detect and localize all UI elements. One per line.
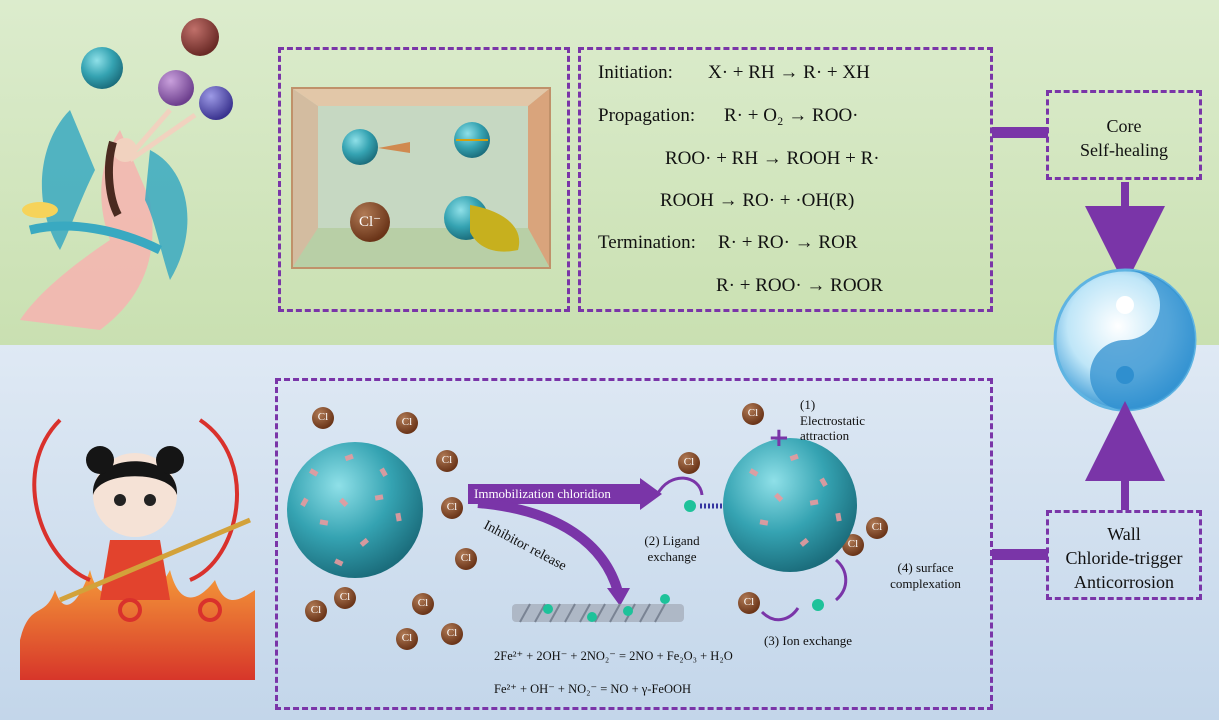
cl-label: Cl xyxy=(460,552,472,564)
core-box-line2: Self-healing xyxy=(1080,140,1168,160)
initiation-label: Initiation: xyxy=(598,62,673,83)
cl-label: Cl xyxy=(339,591,351,603)
immobilization-label: Immobilization chloridion xyxy=(474,486,611,501)
cl-label: Cl xyxy=(446,501,458,513)
wall-mechanism-panel xyxy=(275,378,993,710)
tank-panel xyxy=(278,47,570,312)
cl-label: Cl xyxy=(446,627,458,639)
reaction-1: 2Fe²⁺ + 2OH⁻ + 2NO₂⁻ = 2NO + Fe₂O₃ + H₂O xyxy=(494,649,733,663)
ion-exchange-molecule xyxy=(760,558,848,622)
initiation-equation: X· + RH → R· + XH xyxy=(708,62,870,83)
wall-box-line2: Chloride-trigger xyxy=(1065,548,1183,568)
termination-label: Termination: xyxy=(598,232,696,253)
cl-label: Cl xyxy=(401,416,413,428)
top-band xyxy=(0,0,1219,345)
tank-cl-ion-label: Cl⁻ xyxy=(358,214,382,230)
child-illustration xyxy=(20,418,255,680)
dancer-illustration xyxy=(20,18,233,330)
cl-label: Cl xyxy=(871,521,883,533)
core-connector xyxy=(992,127,1048,138)
immobilization-arrow xyxy=(468,478,662,510)
termination-equation-2: R· + ROO· → ROOR xyxy=(716,275,883,296)
cl-label: Cl xyxy=(743,596,755,608)
microcapsule-right: + xyxy=(723,423,857,572)
ligand-exchange-label: (2) Ligand exchange xyxy=(644,533,700,564)
cl-label: Cl xyxy=(683,456,695,468)
microcapsule-left xyxy=(287,442,423,578)
surface-complexation-label: (4) surface complexation xyxy=(890,560,961,591)
wall-box-line3: Anticorrosion xyxy=(1074,572,1174,592)
tank-illustration xyxy=(291,87,551,269)
ligand-molecule xyxy=(655,476,724,512)
cl-label: Cl xyxy=(417,597,429,609)
propagation-equation-1: R· + O₂ → ROO· xyxy=(724,105,859,126)
core-reactions-panel xyxy=(578,47,993,312)
cl-label: Cl xyxy=(401,632,413,644)
electrostatic-attraction-label: (1) Electrostatic attraction xyxy=(800,397,865,444)
cl-label: Cl xyxy=(441,454,453,466)
reaction-2: Fe²⁺ + OH⁻ + NO₂⁻ = NO + γ-FeOOH xyxy=(494,682,692,696)
cl-label: Cl xyxy=(317,411,329,423)
wall-box-line1: Wall xyxy=(1107,524,1141,544)
cl-label: Cl xyxy=(310,604,322,616)
termination-equation-1: R· + RO· → ROR xyxy=(718,232,858,253)
propagation-equation-3: ROOH → RO· + ·OH(R) xyxy=(660,190,855,211)
ion-exchange-label: (3) Ion exchange xyxy=(763,633,853,648)
propagation-label: Propagation: xyxy=(598,105,696,126)
core-box-line1: Core xyxy=(1106,116,1142,136)
core-self-healing-box xyxy=(1046,90,1202,180)
wall-anticorrosion-box xyxy=(1046,510,1202,600)
yin-yang-emblem xyxy=(1053,268,1197,412)
wall-connector xyxy=(992,549,1048,560)
steel-rebar xyxy=(512,594,684,623)
cl-label: Cl xyxy=(747,407,759,419)
svg-text:+: + xyxy=(768,423,790,453)
chloride-ions xyxy=(305,403,888,650)
inhibitor-release-arrow xyxy=(477,498,623,594)
cl-label: Cl xyxy=(847,538,859,550)
propagation-equation-2: ROO· + RH → ROOH + R· xyxy=(665,148,880,169)
